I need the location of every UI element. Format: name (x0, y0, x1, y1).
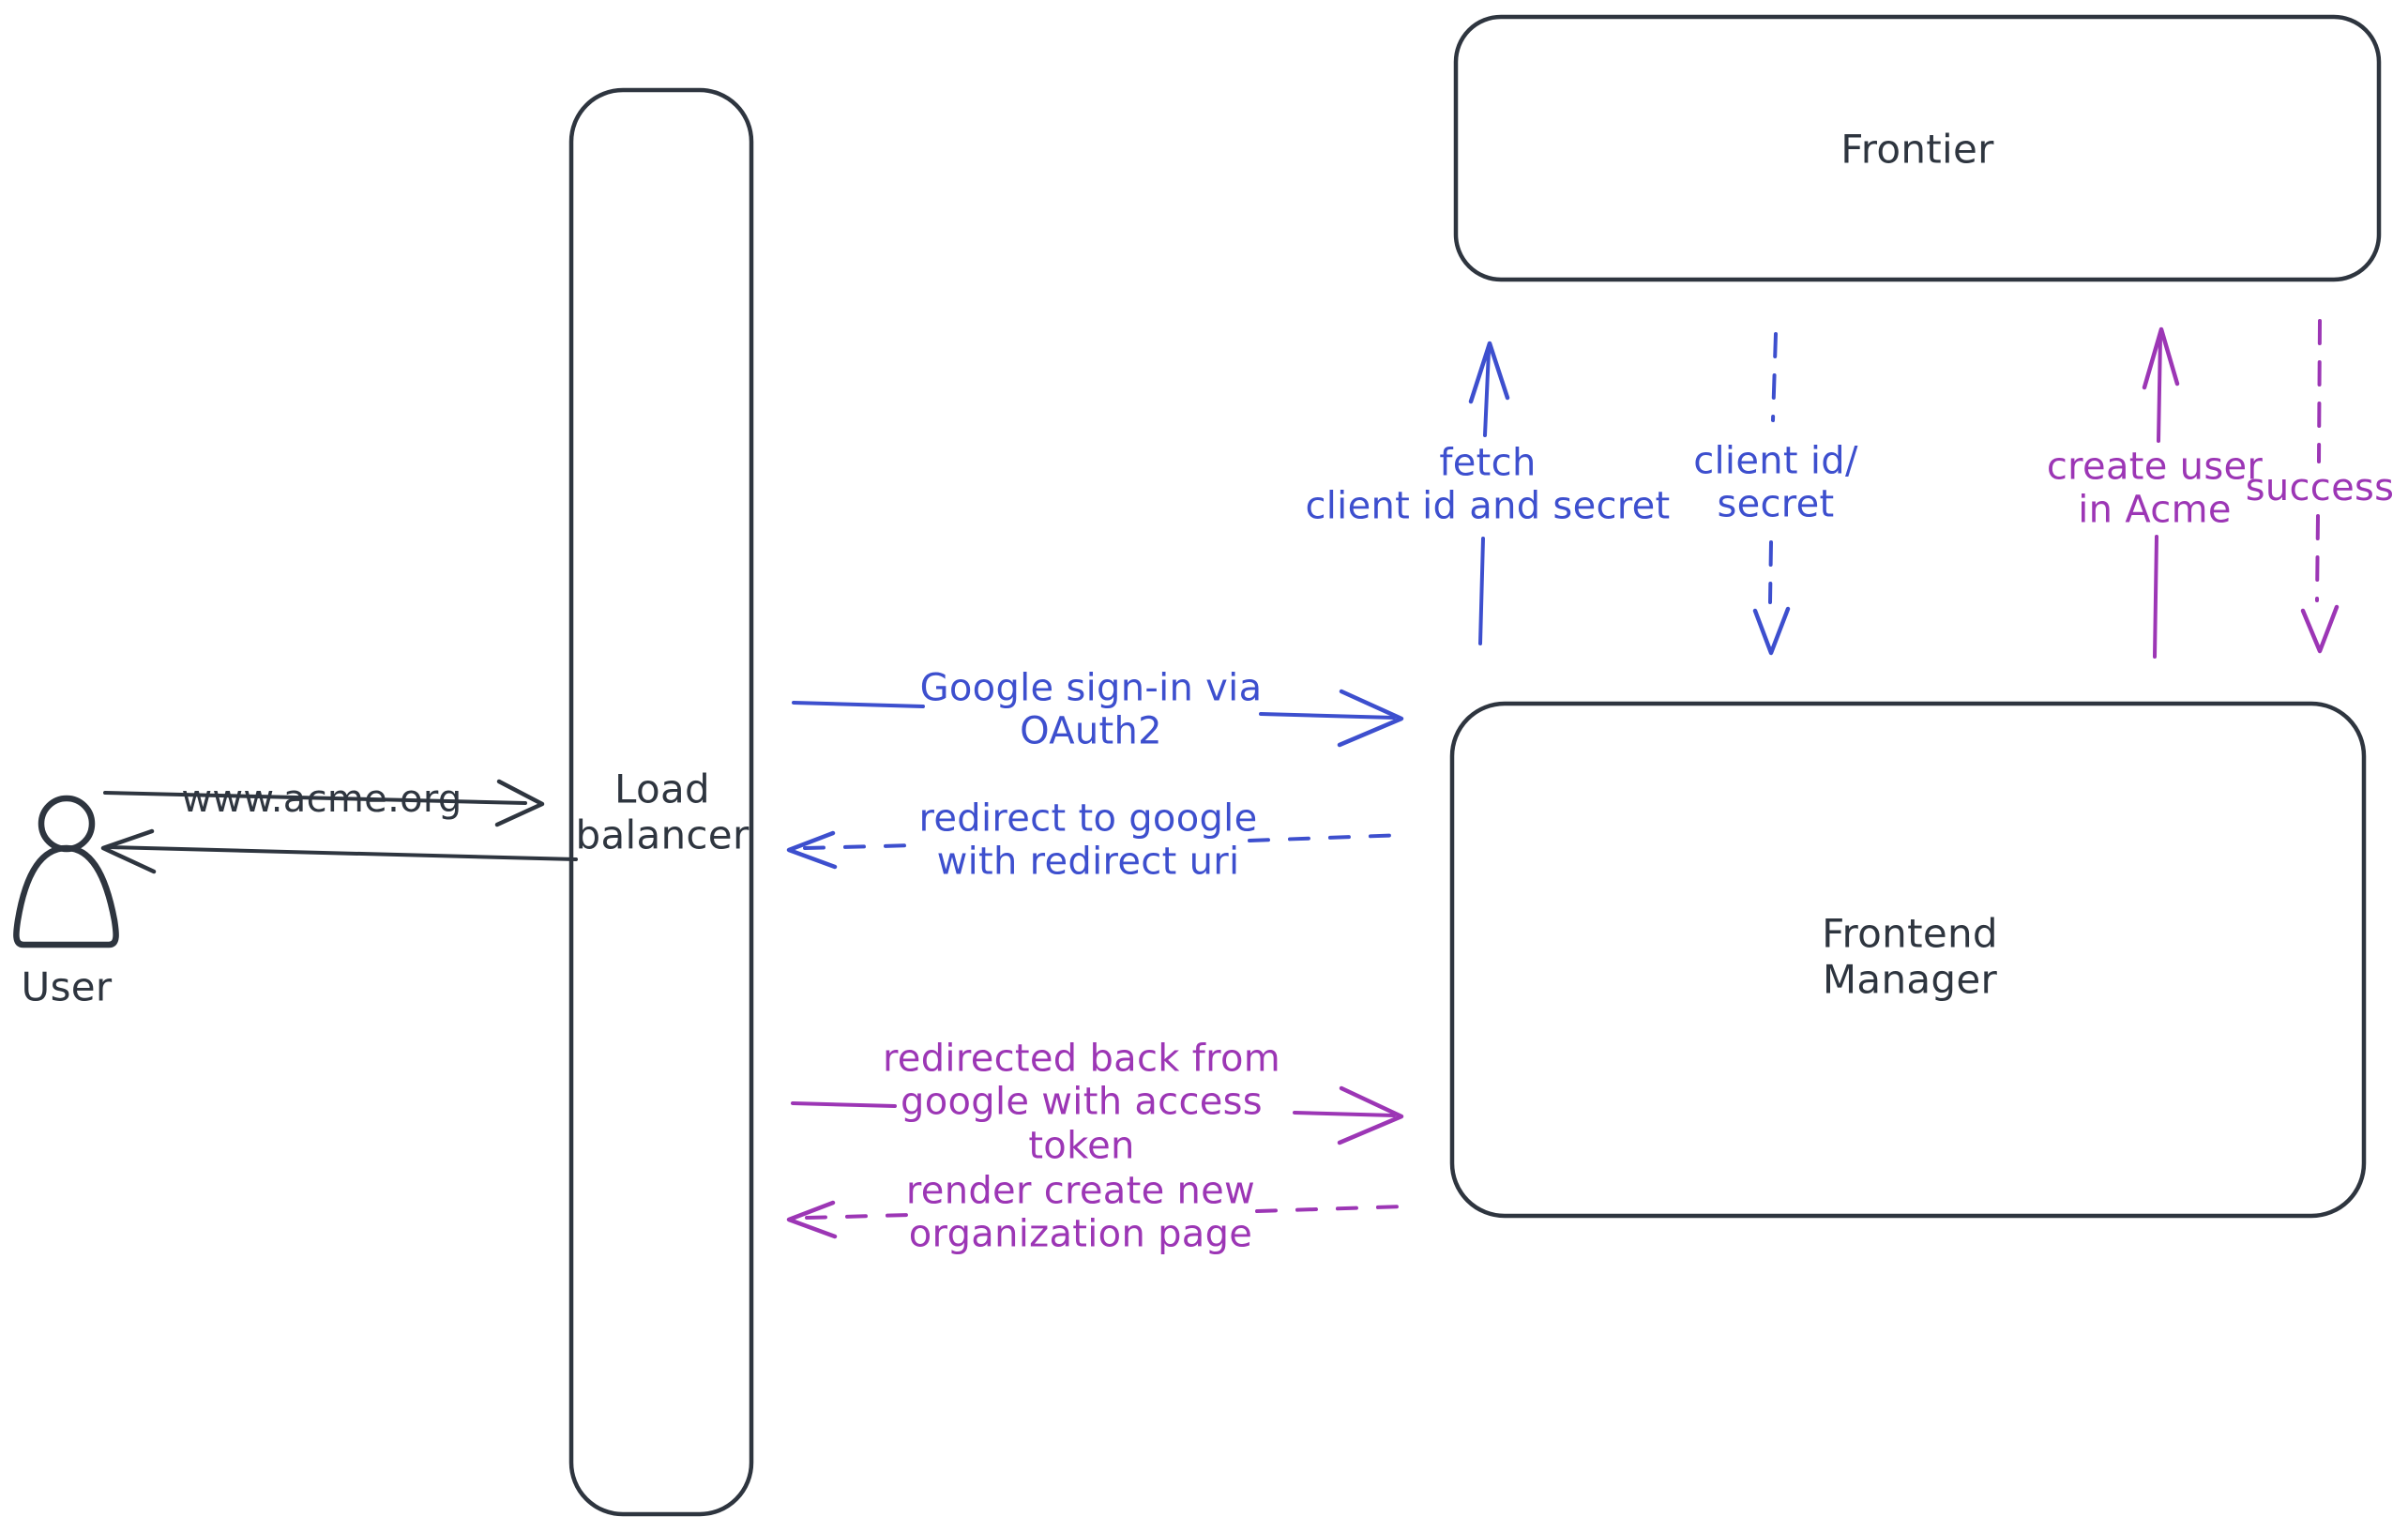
redirect-google-label: redirect to google with redirect uri (918, 796, 1258, 884)
google-signin-arrow-head (1337, 689, 1404, 748)
frontier-label: Frontier (1840, 126, 1994, 173)
redirected-back-arrow (791, 1085, 1404, 1145)
render-org-arrow (786, 1200, 1407, 1239)
success-label: success (2245, 465, 2395, 509)
www-acme-label: www.acme.org (181, 777, 462, 821)
user-return-arrow-head (100, 828, 157, 874)
render-org-arrow-head (786, 1200, 838, 1239)
fetch-client-arrow-line-top (1483, 349, 1491, 437)
fetch-client-label: fetch client id and secret (1305, 441, 1671, 528)
success-arrow-line-bottom (2315, 514, 2320, 602)
load-balancer-box (568, 87, 754, 1517)
www-acme-arrow (103, 779, 545, 827)
fetch-client-arrow-line-bottom (1478, 537, 1485, 645)
redirected-back-arrow-line-right (1293, 1111, 1396, 1117)
client-id-secret-arrow-head (1752, 606, 1791, 656)
load-balancer-label: Load balancer (575, 766, 750, 857)
create-user-label: create user in Acme (2046, 445, 2264, 532)
user-label: User (21, 963, 113, 1010)
create-user-arrow-line-bottom (2153, 535, 2158, 659)
success-arrow (2300, 319, 2340, 654)
google-signin-arrow (792, 689, 1404, 748)
user-icon-head (38, 795, 96, 853)
redirect-google-arrow-line-left (803, 843, 917, 850)
user-return-arrow (100, 828, 578, 874)
www-acme-arrow-head (494, 779, 545, 827)
success-arrow-head (2300, 604, 2340, 654)
user-return-arrow-line (107, 845, 578, 861)
redirected-back-label: redirected back from google with access … (882, 1037, 1281, 1168)
create-user-arrow-head (2142, 326, 2180, 390)
user-icon (13, 795, 119, 948)
frontend-manager-box (1449, 701, 2367, 1219)
fetch-client-arrow-head (1468, 341, 1510, 404)
client-id-secret-arrow (1752, 332, 1791, 656)
redirect-google-arrow-head (786, 830, 838, 870)
client-id-secret-label: client id/ secret (1693, 439, 1858, 526)
fetch-client-arrow (1468, 341, 1510, 645)
frontier-box (1453, 14, 2382, 282)
user-icon-body (13, 844, 119, 948)
render-org-arrow-line-right (1255, 1205, 1407, 1213)
client-id-secret-arrow-line-top (1771, 332, 1778, 422)
google-signin-arrow-line-left (792, 701, 925, 708)
render-org-label: render create new organization page (905, 1169, 1256, 1256)
redirected-back-arrow-line-left (791, 1101, 897, 1108)
render-org-arrow-line-left (805, 1213, 912, 1220)
www-acme-arrow-line (103, 791, 527, 805)
google-signin-arrow-line-right (1259, 712, 1396, 720)
redirect-google-arrow-line-right (1248, 833, 1406, 842)
client-id-secret-arrow-line-bottom (1768, 540, 1773, 604)
redirect-google-arrow (786, 830, 1406, 870)
success-arrow-line-top (2317, 319, 2322, 463)
google-signin-label: Google sign-in via OAuth2 (919, 666, 1263, 753)
frontend-manager-label: Frontend Manager (1822, 910, 1998, 1002)
redirected-back-arrow-head (1337, 1085, 1404, 1145)
create-user-arrow-line-top (2157, 335, 2162, 443)
create-user-arrow (2142, 326, 2180, 659)
